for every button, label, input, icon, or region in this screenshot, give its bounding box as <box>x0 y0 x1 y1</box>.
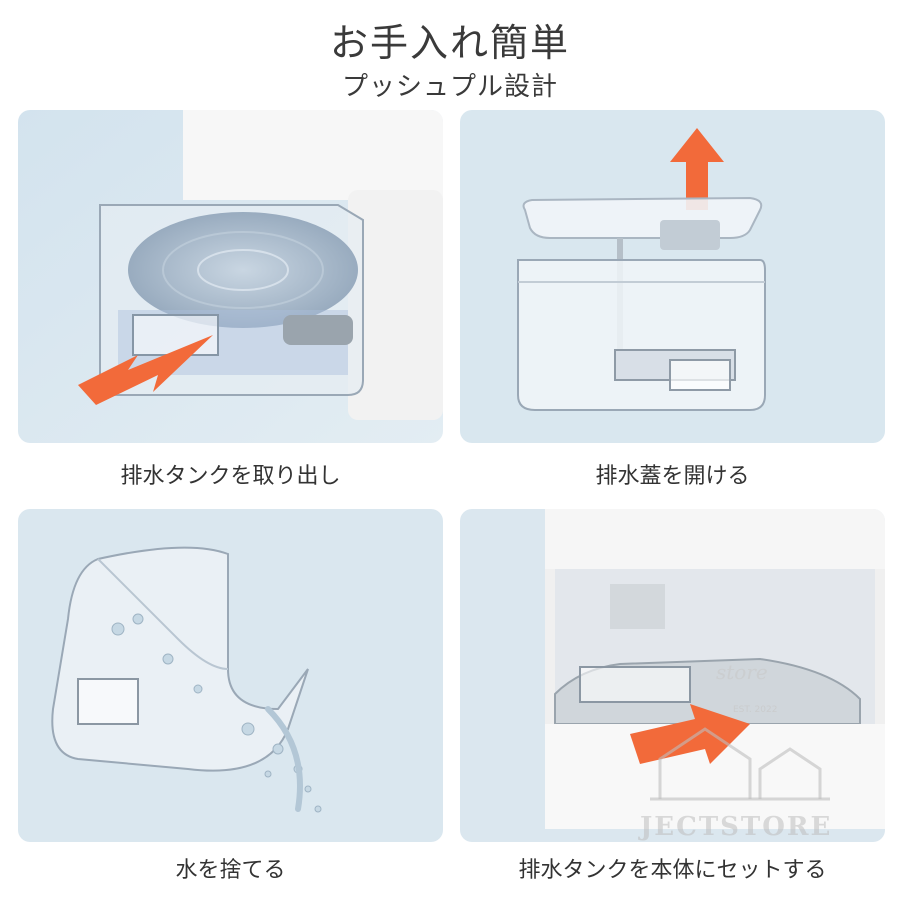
page-subtitle: プッシュプル設計 <box>341 72 558 102</box>
watermark-year: EST. 2022 <box>733 705 778 715</box>
step-3-caption: 水を捨てる <box>175 858 286 883</box>
arrow-icon <box>630 704 750 764</box>
step-2-image <box>460 110 885 443</box>
watermark-brand: JECTSTORE <box>640 812 833 842</box>
step-1-image <box>18 110 443 443</box>
arrow-icon <box>670 128 724 210</box>
step-4-caption: 排水タンクを本体にセットする <box>518 858 827 883</box>
page-title: お手入れ簡単 <box>329 21 570 65</box>
watermark-script: store <box>716 660 768 684</box>
step-1-caption: 排水タンクを取り出し <box>120 464 341 489</box>
step-4-image <box>460 509 885 842</box>
arrow-icon <box>78 335 213 405</box>
step-3-image <box>18 509 443 842</box>
step-2-caption: 排水蓋を開ける <box>595 464 750 489</box>
